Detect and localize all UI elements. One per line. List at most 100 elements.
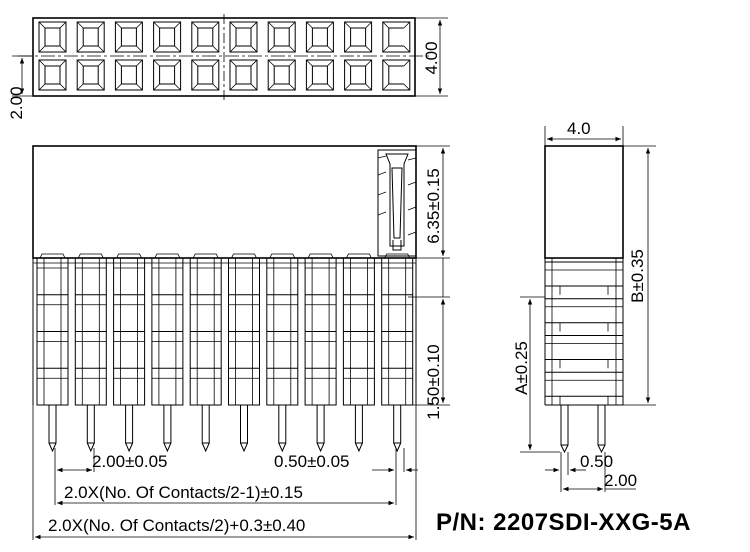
top-cell-bevel [59, 59, 67, 67]
top-cell-bevel [153, 45, 160, 53]
contact-cutaway [377, 149, 417, 257]
top-cell-bevel [191, 83, 199, 91]
top-cell-bevel [38, 59, 46, 67]
front-column-cap [39, 253, 66, 259]
top-cell-bevel [250, 59, 258, 67]
top-cell-bevel [365, 59, 372, 67]
top-cell-bevel [344, 21, 351, 29]
top-cell-bevel [153, 21, 160, 29]
top-cell-bevel [38, 45, 46, 53]
top-cell-bevel [115, 83, 122, 91]
top-cell-opening [235, 27, 252, 47]
top-cell [305, 21, 334, 53]
front-column-cap [154, 253, 181, 259]
top-cell-bevel [212, 59, 220, 67]
top-cell-bevel [365, 45, 372, 53]
top-cell-bevel [97, 59, 105, 67]
top-cell-bevel [267, 59, 275, 67]
front-pin [240, 404, 248, 444]
front-column-cap [269, 253, 296, 259]
top-cell-opening [273, 65, 290, 85]
top-cell-bevel [250, 21, 258, 29]
side-pitch-label: 2.00 [604, 471, 637, 490]
top-cell [267, 59, 296, 91]
pitch-label: 2.00±0.05 [92, 452, 168, 471]
top-cell [153, 21, 182, 53]
front-pin [201, 404, 210, 444]
top-view: 4.00 2.00 [7, 14, 448, 120]
top-cell-bevel [288, 21, 296, 29]
front-contact-grid [32, 253, 417, 406]
top-cell-opening [311, 65, 328, 85]
top-cell-bevel [229, 45, 237, 53]
front-pin-tip [125, 442, 134, 453]
side-width-label: 4.0 [567, 119, 591, 138]
top-cell-opening [197, 65, 214, 85]
side-contact-stack [544, 258, 624, 406]
top-cell-bevel [382, 21, 390, 29]
top-cell-bevel [191, 45, 199, 53]
front-pin-tip [278, 442, 287, 453]
front-pin [125, 404, 134, 444]
top-cell-bevel [403, 45, 411, 53]
front-column-cap [77, 253, 104, 259]
top-cell-bevel [344, 83, 351, 91]
front-pin [86, 404, 95, 444]
front-pin-tip [201, 442, 210, 453]
top-cell-bevel [382, 83, 390, 91]
top-cell-bevel [59, 83, 67, 91]
top-cell-bevel [382, 59, 390, 67]
front-view: 6.35±0.15 1.50±0.10 2.00±0.05 0.50±0.05 … [32, 145, 450, 540]
top-cell-bevel [153, 83, 160, 91]
top-cell [76, 21, 105, 53]
top-cell-bevel [136, 21, 143, 29]
front-pin [278, 404, 287, 444]
top-cell-bevel [76, 83, 84, 91]
top-cell-bevel [38, 21, 46, 29]
top-cell [191, 59, 220, 91]
top-cell [344, 21, 373, 53]
top-cell-bevel [212, 83, 220, 91]
top-cell-opening [311, 27, 328, 47]
top-cell-opening [120, 27, 137, 47]
top-cell-opening [197, 27, 214, 47]
top-cell-bevel [174, 21, 181, 29]
front-pin-tip [240, 442, 248, 453]
top-cell-bevel [403, 21, 411, 29]
top-cell-bevel [212, 21, 220, 29]
top-cell-bevel [115, 59, 122, 67]
top-cell [229, 21, 258, 53]
top-cell-bevel [306, 59, 313, 67]
top-cell [76, 59, 105, 91]
top-cell-bevel [267, 45, 275, 53]
front-pin [316, 404, 325, 444]
top-cell-bevel [191, 59, 199, 67]
top-cell-opening [273, 27, 290, 47]
front-housing [32, 145, 417, 259]
top-pitch-label: 2.00 [7, 86, 26, 119]
front-column-cap [307, 253, 334, 259]
top-cell-bevel [306, 83, 313, 91]
top-cell-bevel [136, 59, 143, 67]
b-label: B±0.35 [628, 249, 647, 303]
top-cell [191, 21, 220, 53]
top-cell-bevel [365, 83, 372, 91]
top-cell-bevel [250, 83, 258, 91]
top-cell-bevel [136, 83, 143, 91]
a-label: A±0.25 [512, 341, 531, 395]
upper-height-label: 6.35±0.15 [424, 168, 443, 244]
top-cell-bevel [115, 21, 122, 29]
top-cell-opening [44, 27, 61, 47]
top-cell-bevel [59, 21, 67, 29]
top-cell-opening [82, 65, 99, 85]
top-cell-bevel [327, 45, 334, 53]
top-cell-bevel [59, 45, 67, 53]
top-cell-bevel [212, 45, 220, 53]
front-column-cap [116, 253, 142, 259]
top-cell-bevel [76, 59, 84, 67]
top-cell [114, 59, 143, 91]
side-contact-row [544, 261, 624, 287]
top-cell-opening [350, 27, 367, 47]
side-contact-row [544, 298, 624, 324]
